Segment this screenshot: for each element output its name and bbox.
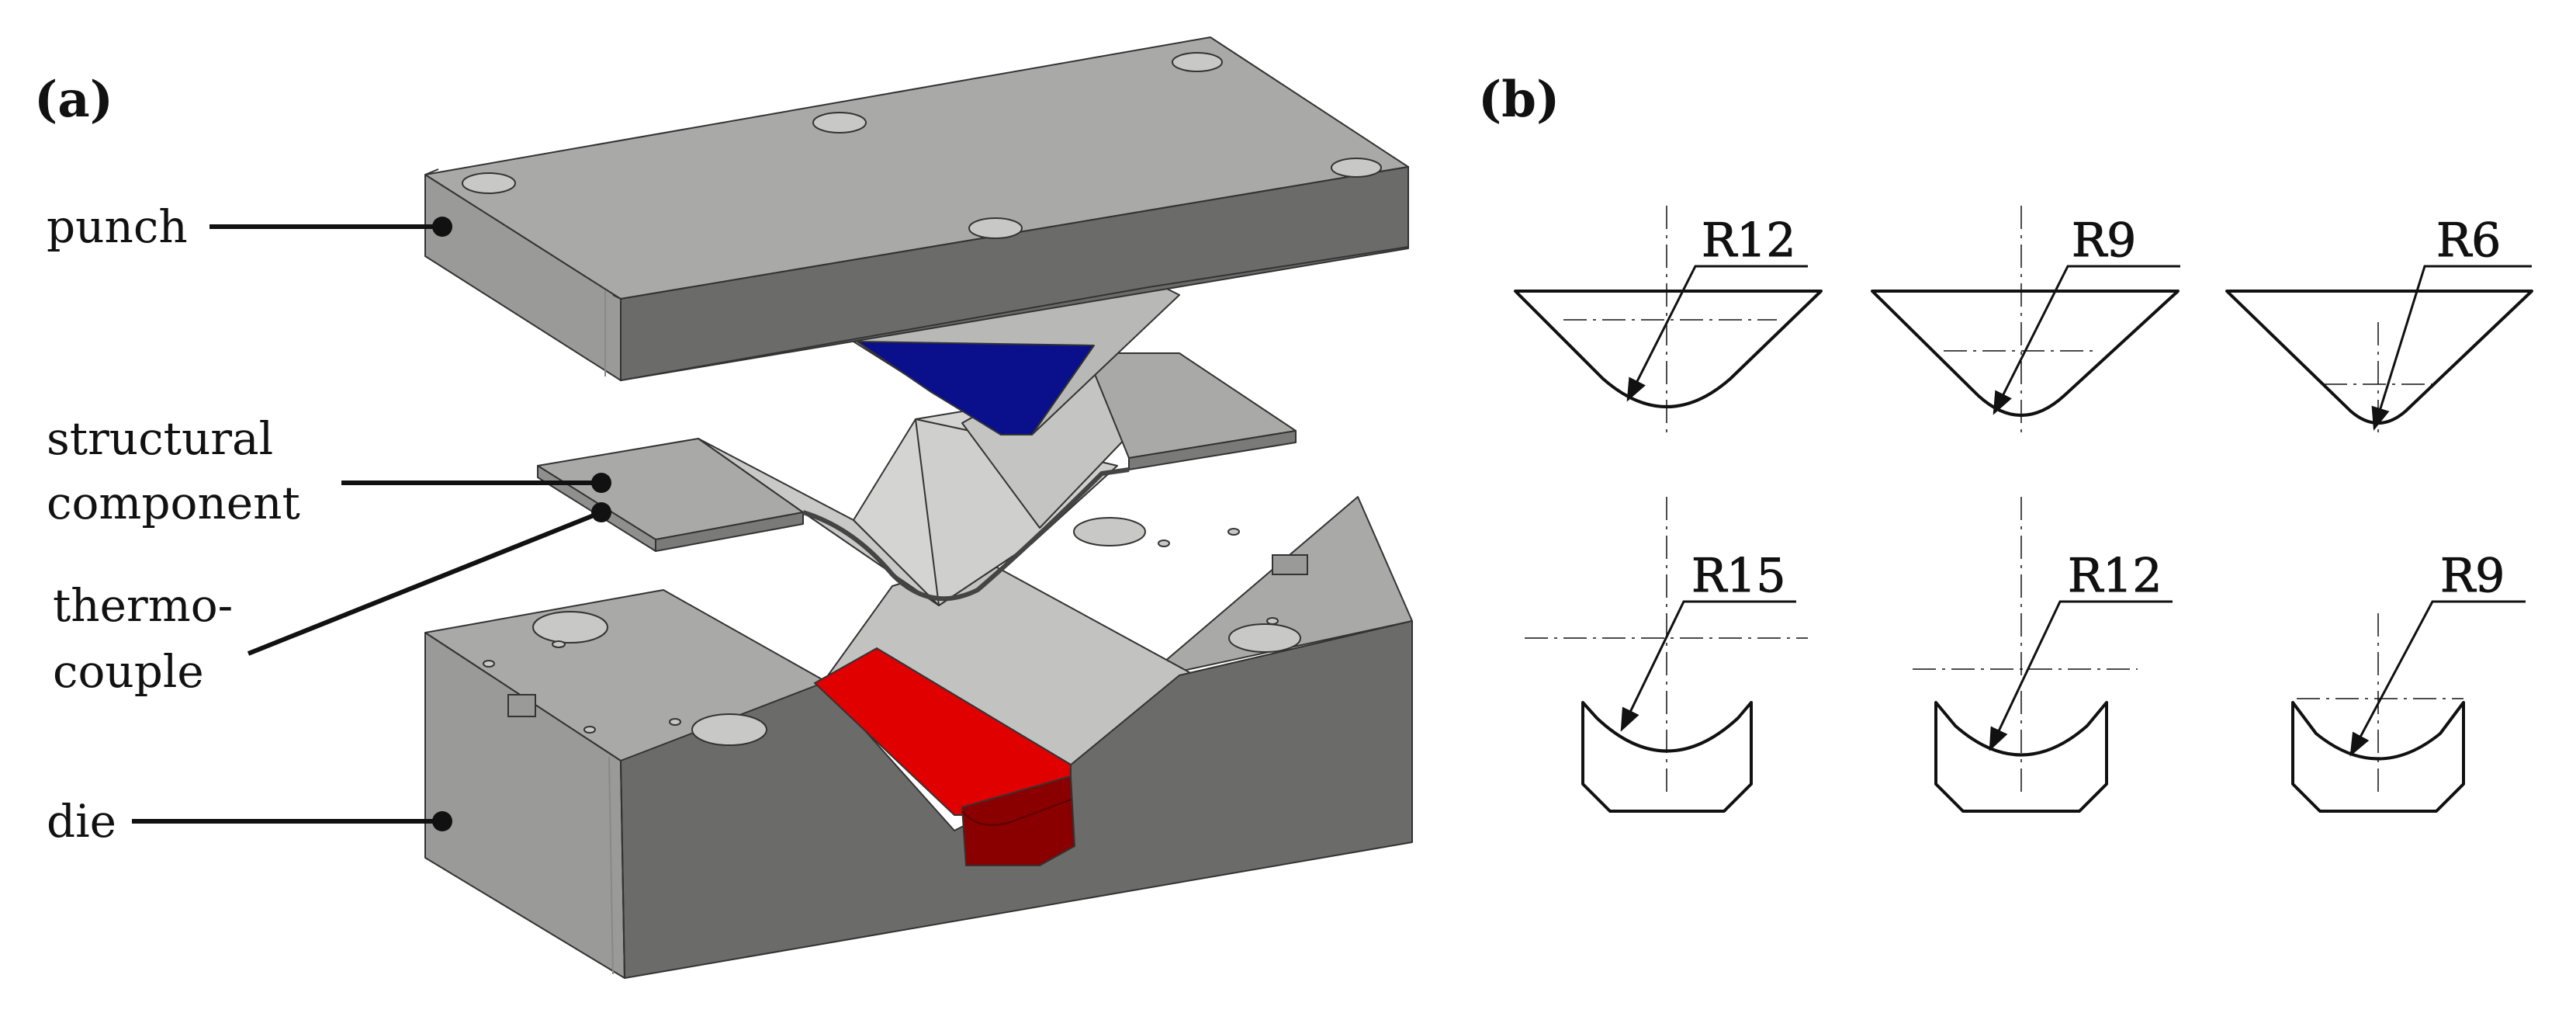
- panel-a-label: (a): [34, 71, 113, 129]
- panel-b-label: (b): [1478, 71, 1560, 129]
- callout-thermo-line1: thermo-: [53, 579, 233, 632]
- panel-a: (a): [34, 36, 1413, 979]
- punch-holes: [462, 52, 1382, 239]
- die-r15-label: R15: [1691, 549, 1786, 603]
- die-insert-front: [961, 775, 1076, 866]
- die-insert: [813, 647, 1076, 866]
- punch-profile-r6: R6: [2225, 213, 2533, 435]
- punch-r12-label: R12: [1702, 213, 1796, 268]
- die-r12-label: R12: [2068, 549, 2162, 603]
- punch-profile-r9: R9: [1871, 206, 2180, 435]
- die-profile-r12: R12: [1913, 497, 2173, 813]
- panel-b: (b) R12 R9 R6: [1478, 71, 2533, 813]
- die-r9-label: R9: [2440, 549, 2505, 603]
- punch-profile-r12: R12: [1514, 206, 1823, 435]
- structural-component: [537, 352, 1297, 606]
- callout-punch: punch: [47, 200, 188, 253]
- callout-structural-line2: component: [47, 477, 300, 529]
- die-profile-r15: R15: [1525, 497, 1808, 813]
- callout-thermo-line2: couple: [53, 645, 204, 698]
- punch-r6-label: R6: [2436, 213, 2501, 268]
- callout-die: die: [47, 795, 116, 848]
- punch-front-face: [620, 165, 1409, 382]
- callouts: punch structural component thermo- coupl…: [47, 200, 611, 848]
- callout-structural-line1: structural: [47, 412, 273, 465]
- die-profile-r9: R9: [2291, 549, 2526, 813]
- punch-r9-label: R9: [2072, 213, 2136, 268]
- punch-insert: [857, 341, 1095, 435]
- die-holes: [483, 517, 1308, 746]
